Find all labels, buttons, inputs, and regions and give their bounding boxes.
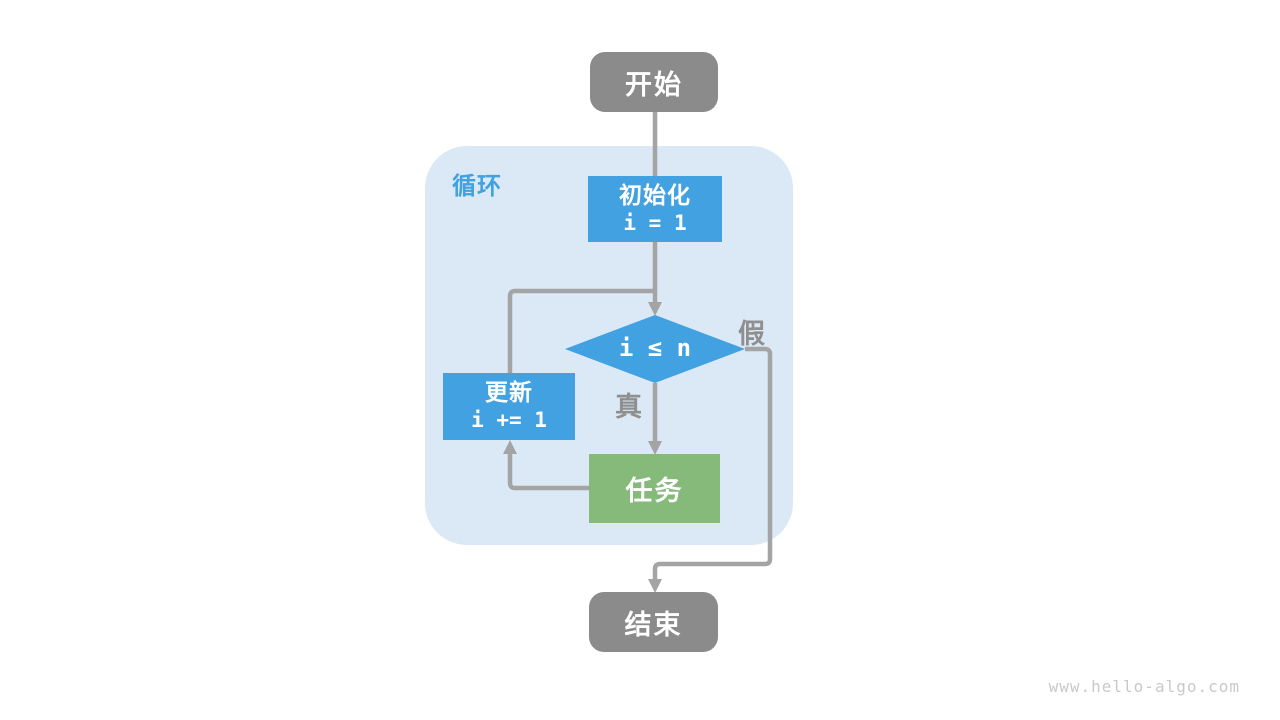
update-label: 更新: [485, 379, 533, 406]
arrowhead-condition: [648, 302, 662, 316]
loop-label: 循环: [452, 173, 502, 200]
true-branch-label: 真: [615, 392, 642, 422]
arrowhead-end: [648, 579, 662, 593]
init-code: i = 1: [623, 210, 687, 235]
init-box: 初始化 i = 1: [588, 176, 722, 242]
false-branch-label: 假: [738, 319, 765, 349]
init-label: 初始化: [619, 181, 691, 208]
task-box: 任务: [589, 454, 720, 523]
update-code: i += 1: [471, 408, 547, 433]
edge-condition-end: [652, 346, 773, 580]
update-box: 更新 i += 1: [443, 373, 575, 440]
arrowhead-task: [648, 441, 662, 455]
arrowhead-update: [503, 440, 517, 454]
edge-task-update: [507, 453, 589, 491]
condition-expression: i ≤ n: [618, 334, 692, 363]
edge-update-junction: [507, 288, 655, 373]
end-node: 结束: [589, 592, 718, 652]
watermark: www.hello-algo.com: [1048, 677, 1240, 696]
start-node: 开始: [590, 52, 718, 112]
